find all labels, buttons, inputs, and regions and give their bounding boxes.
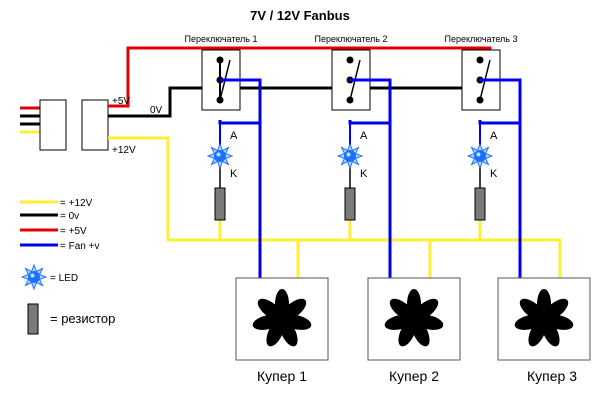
resistor-3 [474, 187, 486, 221]
led-1-anode-label: A [230, 130, 238, 142]
legend-12v-label: = +12V [60, 198, 93, 209]
zero-v-label: 0V [150, 105, 163, 116]
switch-1-label: Переключатель 1 [185, 34, 258, 44]
plus5v-rail [108, 46, 492, 108]
resistor-leads [219, 166, 481, 188]
led-3-cathode-label: K [490, 168, 498, 180]
led-3-anode-label: A [490, 130, 498, 142]
switch-2-label: Переключатель 2 [315, 34, 388, 44]
plus5v-label: +5V [112, 96, 130, 107]
cooler-3-label: Купер 3 [527, 368, 577, 384]
molex-connector [20, 99, 109, 151]
legend-led-icon [21, 264, 47, 290]
cooler-3 [497, 277, 591, 361]
led-1 [207, 143, 233, 169]
resistor-2 [344, 187, 356, 221]
plus12v-rail [108, 136, 562, 278]
led-1-cathode-label: K [230, 168, 238, 180]
cooler-2-label: Купер 2 [389, 368, 439, 384]
legend-0v-label: = 0v [60, 211, 79, 222]
plus12v-label: +12V [112, 145, 136, 156]
resistor-1 [214, 187, 226, 221]
switch-3-label: Переключатель 3 [445, 34, 518, 44]
cooler-1-label: Купер 1 [257, 368, 307, 384]
led-2 [337, 143, 363, 169]
legend-resistor-label: = резистор [50, 311, 115, 326]
cooler-2 [367, 277, 461, 361]
led-2-cathode-label: K [360, 168, 368, 180]
legend-fan-label: = Fan +v [60, 241, 99, 252]
led-3 [467, 143, 493, 169]
zero-v-rail [108, 86, 482, 118]
legend-5v-label: = +5V [60, 226, 87, 237]
led-2-anode-label: A [360, 130, 368, 142]
led-leads [219, 123, 481, 146]
diagram-title: 7V / 12V Fanbus [250, 8, 350, 23]
legend-led-label: = LED [50, 273, 78, 284]
legend: = +12V = 0v = +5V = Fan +v = LED = резис… [20, 198, 115, 335]
legend-resistor-icon [27, 303, 39, 335]
cooler-1 [235, 277, 329, 361]
